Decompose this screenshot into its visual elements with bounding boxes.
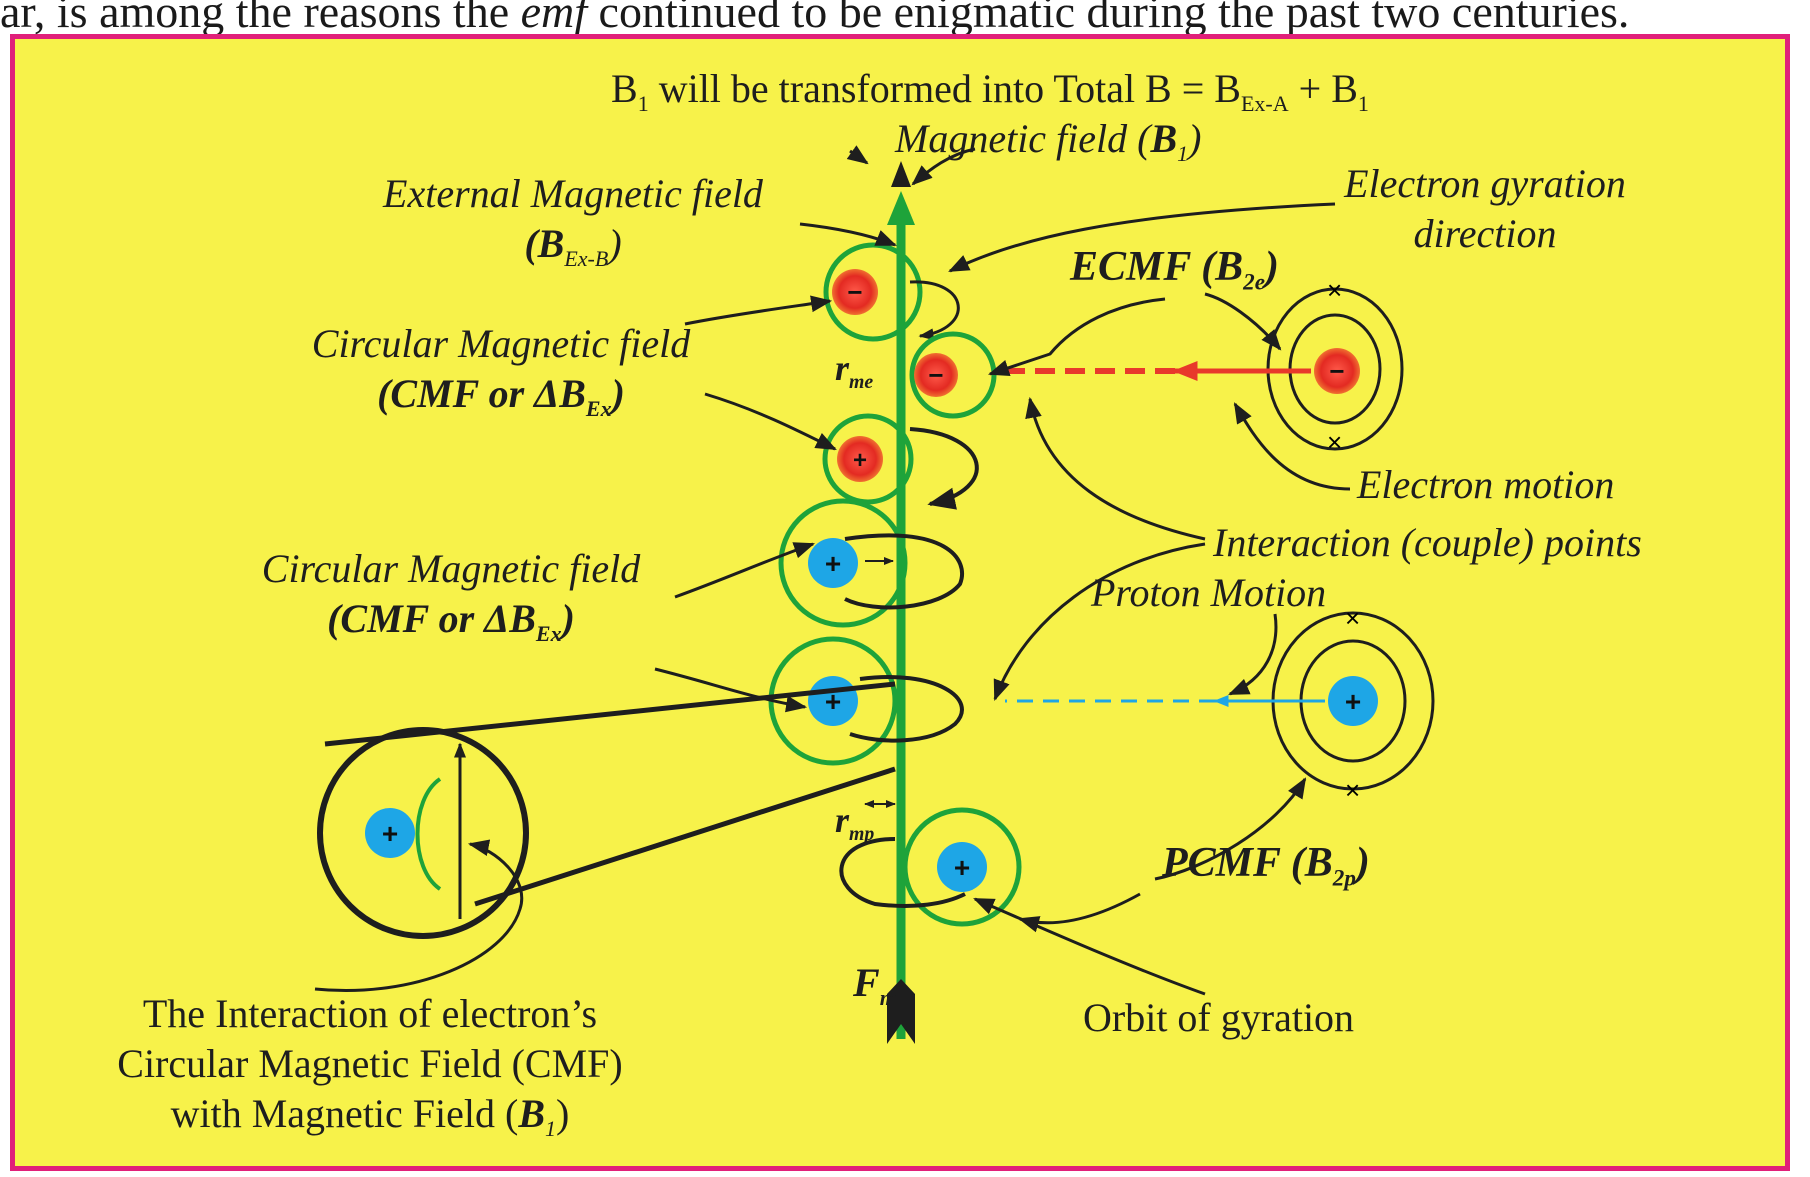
pointer-orbit-gyration [973, 897, 1206, 996]
pointer-electron-gyration [948, 202, 1336, 273]
electron-motion-label: Electron motion [1357, 462, 1615, 507]
pointer-ecmf-ring [1204, 292, 1282, 351]
cmf-upper-label: Circular Magnetic field (CMF or ΔBEx) [311, 321, 691, 421]
cmf-ring-proton-1 [778, 498, 908, 628]
magnetic-field-b1-arrowhead [887, 191, 915, 225]
proton-2-sign: + [825, 686, 841, 717]
pcmf-cross-top: × [1345, 603, 1360, 633]
pcmf-cross-bottom: × [1345, 775, 1360, 805]
magnetic-field-b1-label: Magnetic field (B1) [895, 116, 1202, 166]
electron-2-sign: − [928, 360, 943, 390]
cmf-ring-proton-3 [902, 807, 1022, 927]
pointer-interaction-1 [1025, 396, 1206, 541]
pointer-top-title [846, 145, 869, 165]
electron-1 [832, 269, 878, 315]
pointer-pcmf [1154, 777, 1307, 881]
proton-1 [808, 538, 858, 588]
gyration-orbit-1 [909, 280, 960, 341]
right-proton-sign: + [1345, 686, 1361, 717]
cmf-ring-electron-3 [822, 413, 914, 505]
pointer-cmf-upper-2 [704, 392, 837, 451]
pointer-proton-motion [1228, 613, 1278, 696]
right-electron-sign: − [1329, 356, 1344, 386]
ecmf-cross-top: × [1327, 275, 1342, 305]
ecmf-cross-bottom: × [1327, 427, 1342, 457]
caption-label: The Interaction of electron’s Circular M… [117, 991, 623, 1141]
r-me-label: rme [835, 348, 874, 394]
pointer-caption [314, 839, 524, 992]
zoom-inset-cmf-arc [415, 777, 442, 891]
ecmf-label: ECMF (B2e) [1070, 244, 1279, 295]
pointer-pcmf-orbit [1017, 892, 1141, 933]
gyration-orbit-3 [909, 427, 979, 510]
cmf-ring-electron-1 [823, 242, 923, 342]
zoom-inset-proton-sign: + [382, 818, 398, 849]
pointer-cmf-lower-2 [654, 667, 808, 713]
cmf-lower-label: Circular Magnetic field (CMF or ΔBEx) [261, 546, 641, 646]
proton-3 [937, 842, 987, 892]
electron-3 [837, 436, 883, 482]
f-m-label: Fm [853, 960, 897, 1010]
interaction-points-label: Interaction (couple) points [1213, 520, 1642, 565]
pointer-interaction-2 [993, 542, 1206, 701]
force-fm-tail [887, 979, 915, 1044]
zoom-tangent-upper [324, 681, 896, 747]
gyration-orbit-proton-3 [839, 837, 966, 908]
top-title: B1 will be transformed into Total B = BE… [611, 66, 1369, 116]
electron-1-sign: − [847, 277, 862, 307]
proton-3-sign: + [954, 852, 970, 883]
intro-sentence: ar, is among the reasons the emf continu… [0, 0, 1630, 37]
pointer-magnetic-field-b1 [911, 147, 976, 186]
electron-3-sign: + [853, 447, 867, 474]
pointer-cmf-upper-1 [684, 295, 833, 326]
pointer-external-field [799, 222, 897, 247]
zoom-tangent-lower [474, 766, 896, 907]
proton-1-sign: + [825, 548, 841, 579]
orbit-of-gyration-label: Orbit of gyration [1083, 995, 1355, 1040]
electron-gyration-label: Electron gyration direction [1344, 161, 1626, 256]
r-mp-label: rmp [835, 800, 875, 846]
pointer-ecmf [988, 297, 1166, 376]
top-black-arrowhead [891, 161, 911, 187]
gyration-orbit-proton-2 [849, 675, 964, 743]
pointer-cmf-lower-1 [674, 542, 815, 599]
pcmf-label: PCMF (B2p) [1162, 840, 1370, 891]
pointer-electron-motion [1233, 402, 1351, 491]
zoom-inset-proton [365, 808, 415, 858]
right-proton [1328, 676, 1378, 726]
external-field-label: External Magnetic field (BEx-B) [383, 171, 763, 271]
zoom-inset-circle [317, 727, 529, 939]
electron-2 [914, 353, 958, 397]
diagram-panel: − − + + + + − × × [10, 34, 1790, 1171]
gyration-orbit-proton-1 [844, 533, 965, 610]
proton-motion-label: Proton Motion [1091, 570, 1327, 615]
right-electron [1314, 348, 1360, 394]
diagram-canvas: − − + + + + − × × [314, 145, 1435, 1044]
